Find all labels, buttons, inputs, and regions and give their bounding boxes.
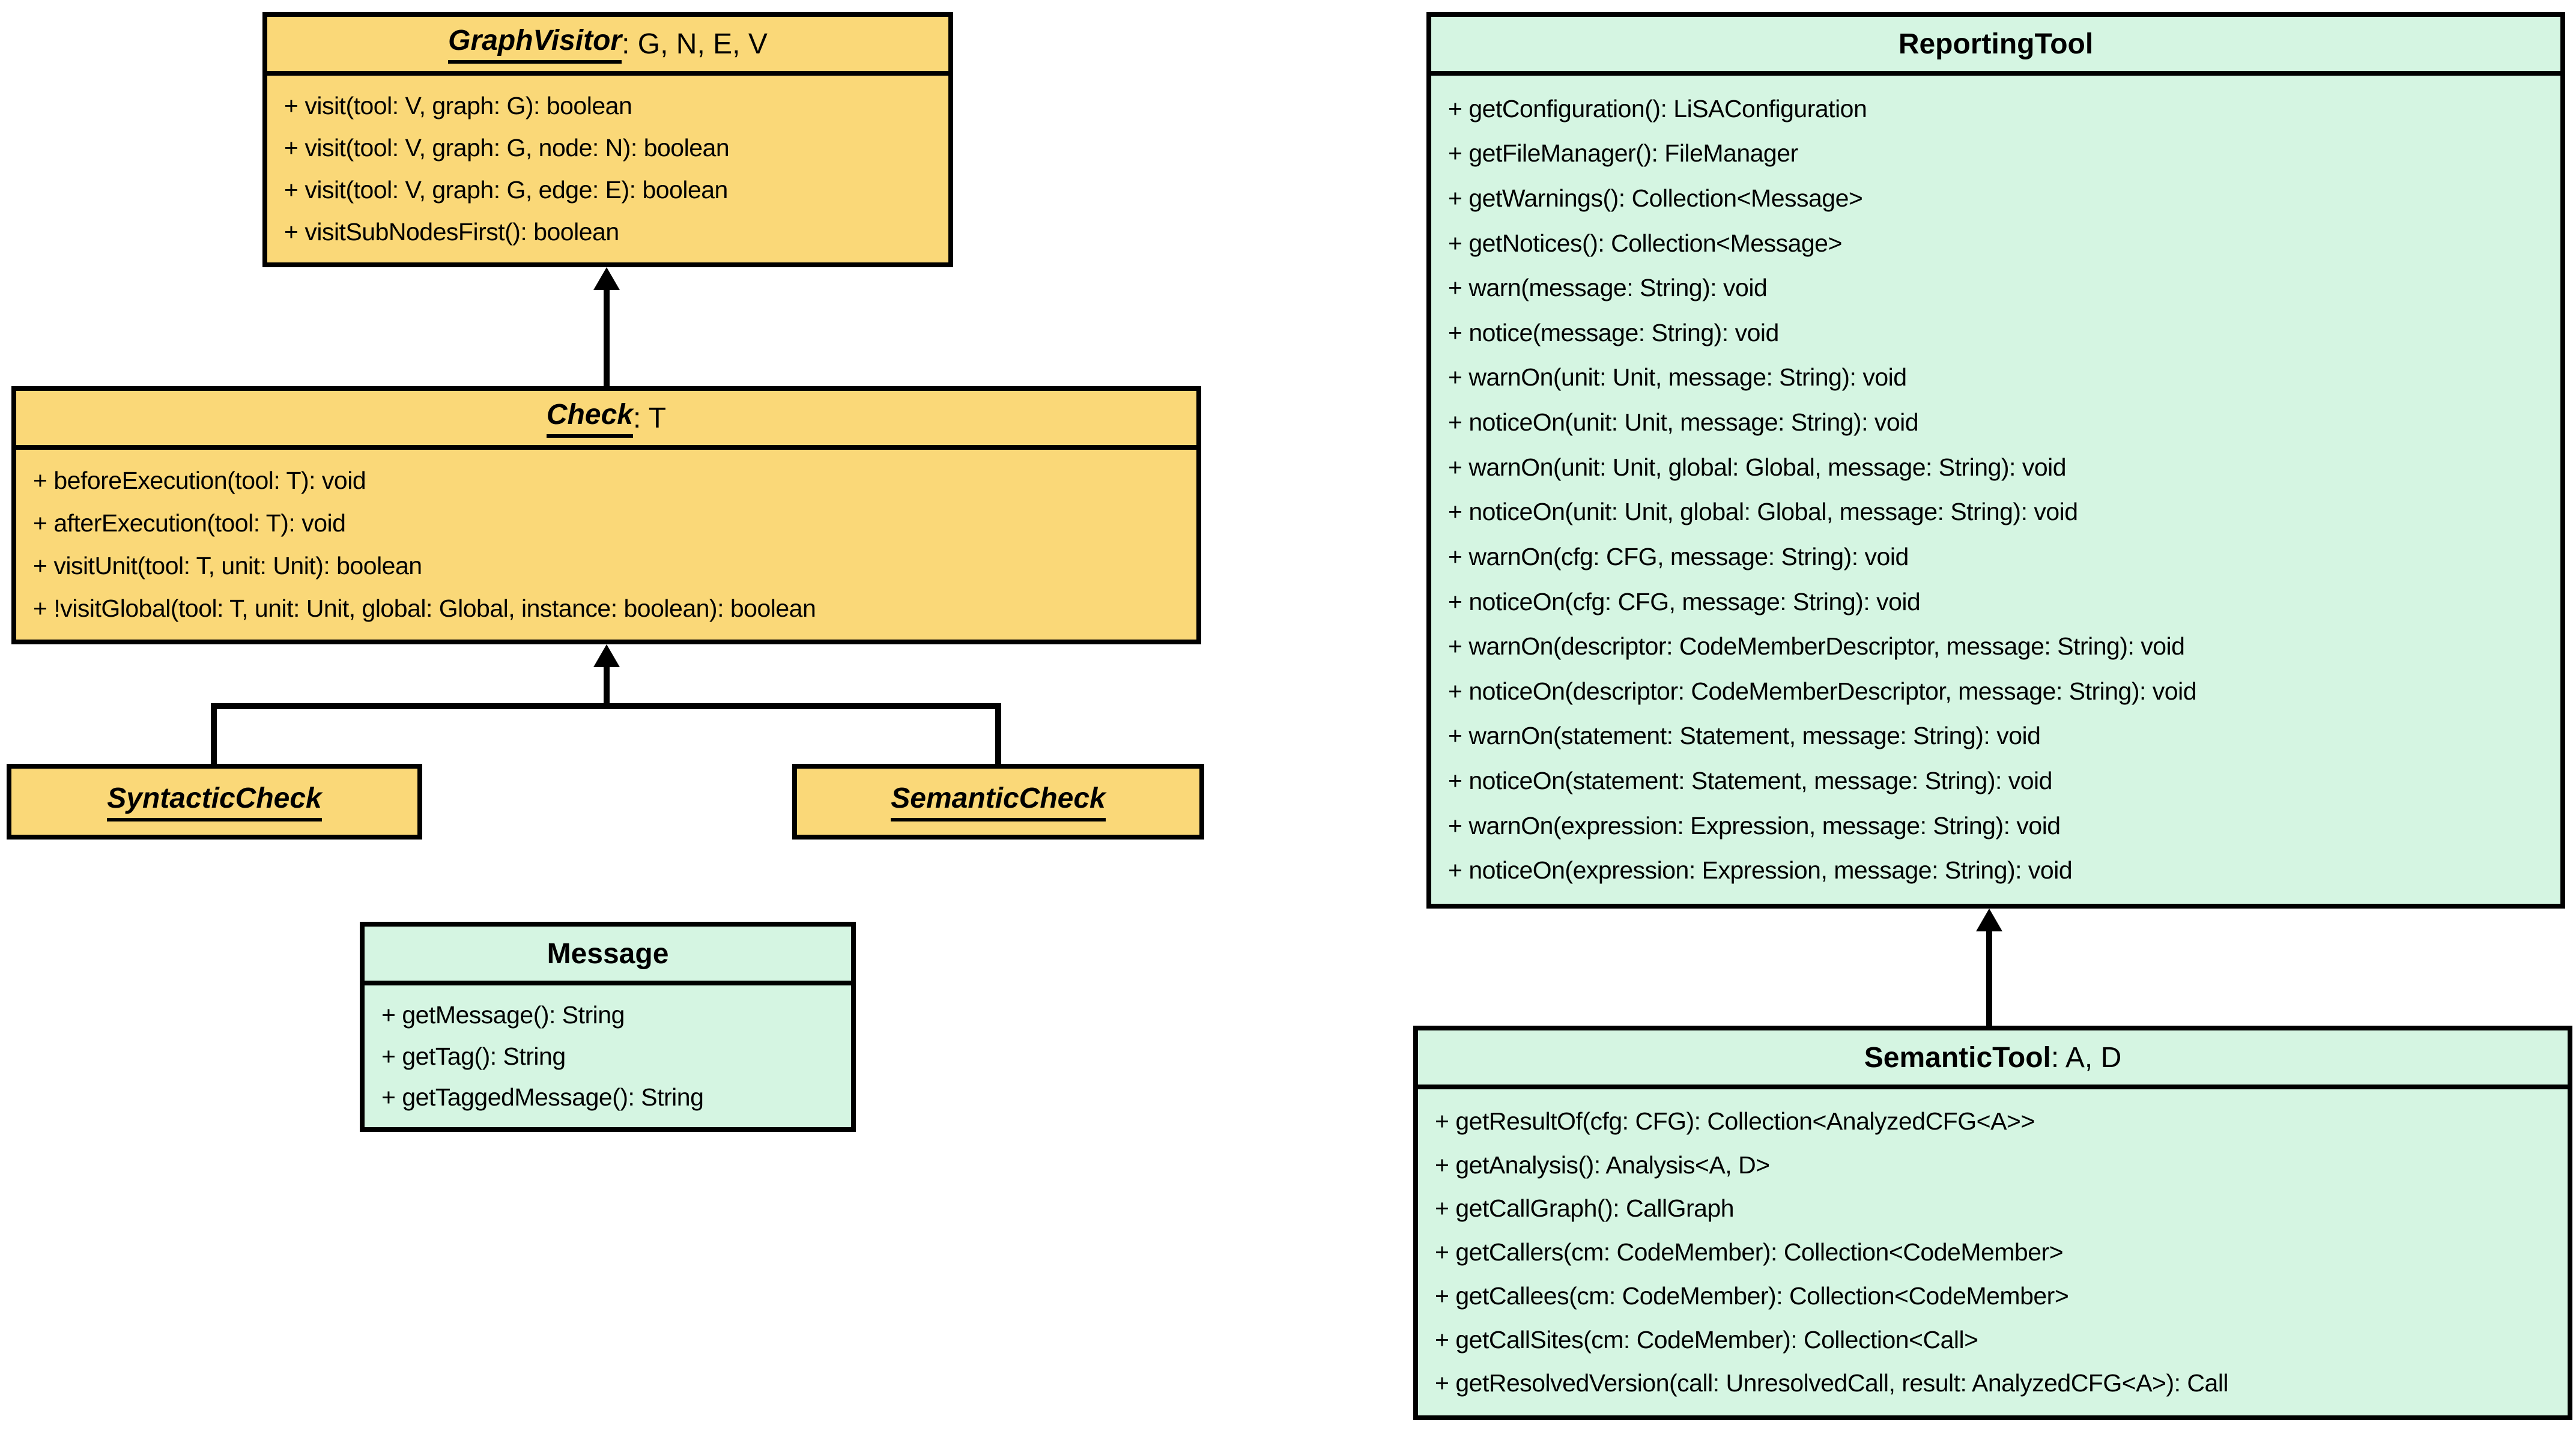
- connector-line: [604, 288, 610, 386]
- class-box-check: Check: T + beforeExecution(tool: T): voi…: [11, 386, 1201, 644]
- method-row: + warnOn(descriptor: CodeMemberDescripto…: [1448, 632, 2185, 661]
- class-name: SemanticCheck: [891, 782, 1106, 821]
- method-row: + getCallers(cm: CodeMember): Collection…: [1435, 1238, 2064, 1266]
- method-row: + warnOn(unit: Unit, message: String): v…: [1448, 363, 1907, 392]
- method-list: + getMessage(): String + getTag(): Strin…: [365, 985, 851, 1127]
- method-row: + warnOn(statement: Statement, message: …: [1448, 722, 2041, 750]
- inheritance-arrowhead-icon: [593, 644, 620, 667]
- connector-line: [995, 703, 1001, 764]
- method-row: + notice(message: String): void: [1448, 318, 1779, 346]
- method-row: + noticeOn(unit: Unit, global: Global, m…: [1448, 498, 2078, 526]
- class-type-params: : A, D: [2050, 1041, 2122, 1074]
- method-row: + noticeOn(unit: Unit, message: String):…: [1448, 408, 1919, 436]
- class-name: GraphVisitor: [448, 24, 622, 64]
- method-list: + beforeExecution(tool: T): void + after…: [16, 450, 1196, 640]
- method-row: + beforeExecution(tool: T): void: [33, 467, 366, 494]
- method-row: + warnOn(cfg: CFG, message: String): voi…: [1448, 542, 1909, 570]
- connector-line: [211, 703, 1001, 709]
- method-row: + noticeOn(descriptor: CodeMemberDescrip…: [1448, 677, 2197, 705]
- method-row: + warnOn(expression: Expression, message…: [1448, 811, 2061, 840]
- method-row: + getTaggedMessage(): String: [381, 1083, 704, 1112]
- method-row: + getWarnings(): Collection<Message>: [1448, 184, 1863, 212]
- class-title: Check: T: [16, 391, 1196, 450]
- class-name: Check: [546, 398, 633, 438]
- method-row: + noticeOn(statement: Statement, message…: [1448, 767, 2052, 794]
- method-row: + getTag(): String: [381, 1042, 566, 1070]
- class-title: SemanticTool: A, D: [1418, 1030, 2568, 1089]
- method-row: + getCallGraph(): CallGraph: [1435, 1194, 1735, 1223]
- class-name: ReportingTool: [1898, 28, 2094, 60]
- class-title: ReportingTool: [1431, 17, 2560, 76]
- method-row: + getNotices(): Collection<Message>: [1448, 229, 1842, 257]
- method-row: + visitUnit(tool: T, unit: Unit): boolea…: [33, 552, 422, 579]
- class-type-params: : T: [632, 402, 667, 434]
- connector-line: [211, 703, 217, 764]
- class-title: SemanticCheck: [797, 769, 1199, 835]
- inheritance-arrowhead-icon: [1976, 909, 2002, 931]
- class-box-semanticcheck: SemanticCheck: [792, 764, 1204, 840]
- method-row: + getCallSites(cm: CodeMember): Collecti…: [1435, 1325, 1978, 1354]
- class-name: Message: [547, 937, 669, 970]
- connector-line: [1986, 930, 1992, 1026]
- class-name: SyntacticCheck: [107, 782, 322, 821]
- method-row: + warn(message: String): void: [1448, 274, 1768, 302]
- method-row: + visit(tool: V, graph: G): boolean: [284, 92, 632, 120]
- class-title: Message: [365, 927, 851, 985]
- class-box-syntacticcheck: SyntacticCheck: [7, 764, 422, 840]
- method-list: + getResultOf(cfg: CFG): Collection<Anal…: [1418, 1089, 2568, 1415]
- method-row: + warnOn(unit: Unit, global: Global, mes…: [1448, 453, 2067, 481]
- method-row: + !visitGlobal(tool: T, unit: Unit, glob…: [33, 594, 816, 622]
- method-list: + getConfiguration(): LiSAConfiguration …: [1431, 76, 2560, 904]
- inheritance-arrowhead-icon: [593, 267, 620, 290]
- class-title: SyntacticCheck: [11, 769, 417, 835]
- connector-line: [604, 665, 610, 709]
- method-row: + getAnalysis(): Analysis<A, D>: [1435, 1151, 1770, 1179]
- method-row: + visitSubNodesFirst(): boolean: [284, 218, 619, 246]
- class-box-message: Message + getMessage(): String + getTag(…: [360, 922, 856, 1132]
- method-row: + noticeOn(expression: Expression, messa…: [1448, 856, 2073, 885]
- class-box-reportingtool: ReportingTool + getConfiguration(): LiSA…: [1426, 12, 2565, 909]
- method-row: + getCallees(cm: CodeMember): Collection…: [1435, 1281, 2069, 1310]
- method-row: + getMessage(): String: [381, 1000, 625, 1029]
- method-row: + getResolvedVersion(call: UnresolvedCal…: [1435, 1369, 2229, 1397]
- class-box-semantictool: SemanticTool: A, D + getResultOf(cfg: CF…: [1413, 1026, 2572, 1420]
- method-row: + afterExecution(tool: T): void: [33, 509, 346, 537]
- method-row: + getResultOf(cfg: CFG): Collection<Anal…: [1435, 1107, 2035, 1135]
- method-row: + getConfiguration(): LiSAConfiguration: [1448, 94, 1867, 123]
- method-row: + visit(tool: V, graph: G, edge: E): boo…: [284, 176, 728, 204]
- method-row: + noticeOn(cfg: CFG, message: String): v…: [1448, 587, 1921, 616]
- class-title: GraphVisitor: G, N, E, V: [267, 17, 948, 76]
- class-box-graphvisitor: GraphVisitor: G, N, E, V + visit(tool: V…: [262, 12, 953, 267]
- class-name: SemanticTool: [1864, 1041, 2051, 1074]
- method-row: + getFileManager(): FileManager: [1448, 139, 1798, 168]
- method-list: + visit(tool: V, graph: G): boolean + vi…: [267, 76, 948, 262]
- method-row: + visit(tool: V, graph: G, node: N): boo…: [284, 134, 730, 162]
- class-type-params: : G, N, E, V: [622, 28, 768, 60]
